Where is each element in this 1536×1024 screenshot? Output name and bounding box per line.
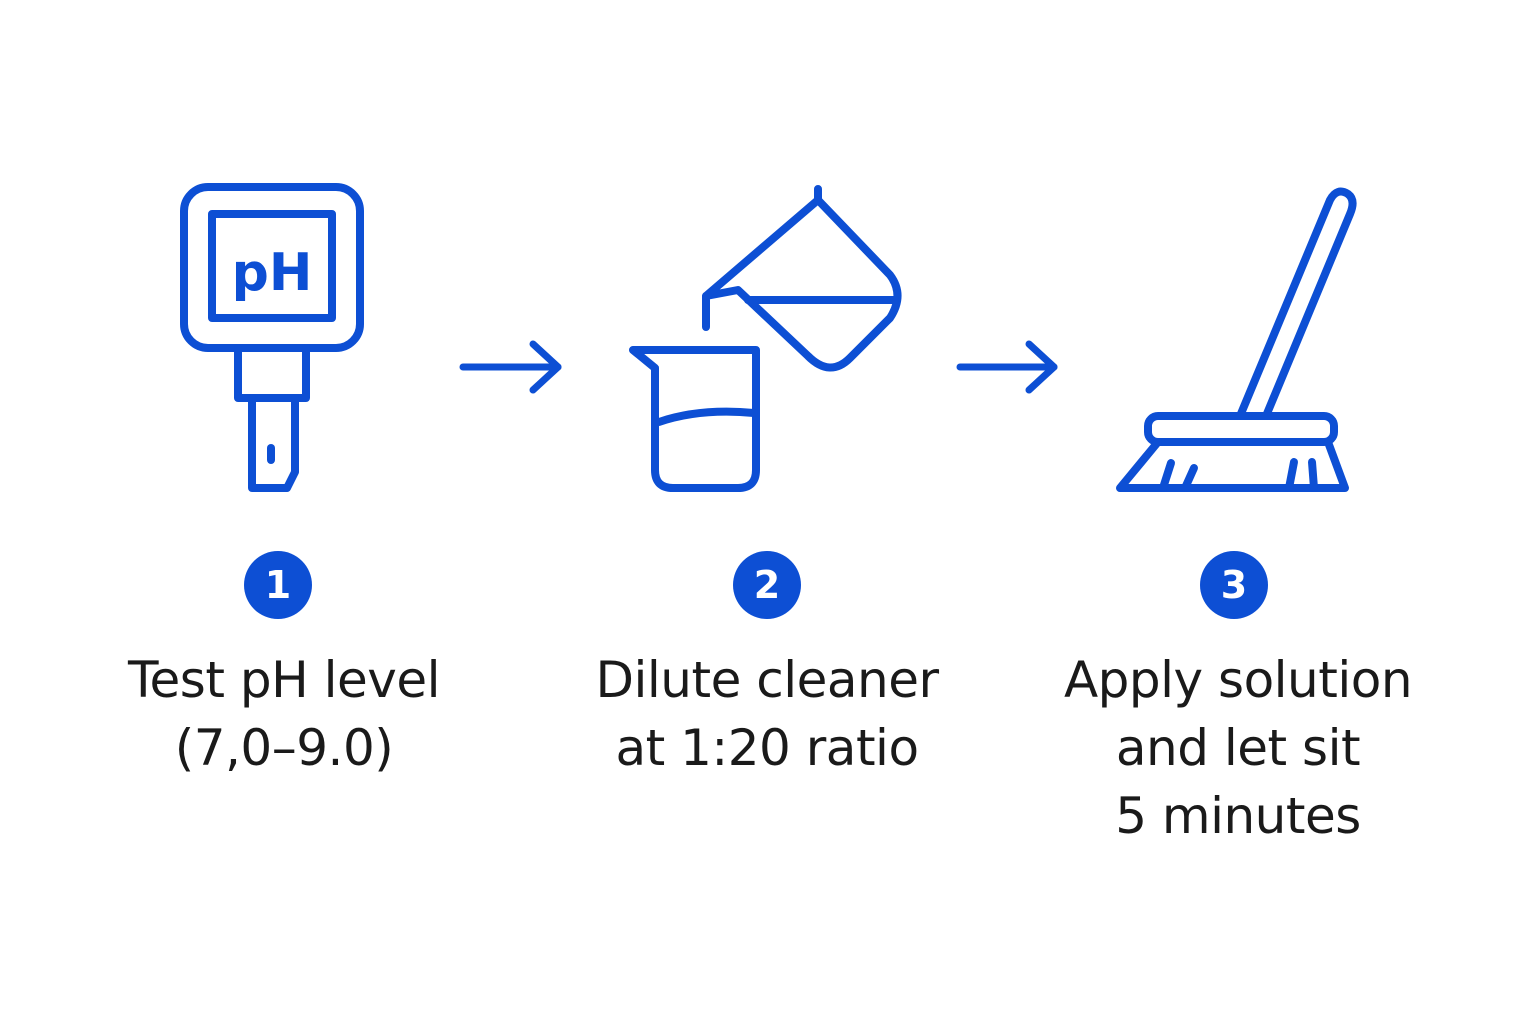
step-2-caption: Dilute cleaner at 1:20 ratio bbox=[547, 646, 987, 782]
step-1-caption-line: Test pH level bbox=[128, 651, 440, 709]
arrow-right-icon bbox=[952, 338, 1064, 398]
arrow-right-icon bbox=[455, 338, 567, 398]
step-3-badge: 3 bbox=[1200, 551, 1268, 619]
ph-screen-label: pH bbox=[232, 243, 313, 303]
step-1-caption: Test pH level (7,0–9.0) bbox=[64, 646, 504, 782]
pouring-beakers-icon bbox=[620, 180, 910, 500]
step-3-caption-line: Apply solution bbox=[1063, 651, 1413, 709]
step-1-caption-line: (7,0–9.0) bbox=[174, 719, 394, 777]
step-3-caption-line: and let sit bbox=[1115, 719, 1361, 777]
step-3-caption-line: 5 minutes bbox=[1115, 787, 1361, 845]
step-2-badge: 2 bbox=[733, 551, 801, 619]
broom-icon bbox=[1110, 180, 1360, 500]
step-3-caption: Apply solution and let sit 5 minutes bbox=[1018, 646, 1458, 850]
step-2-caption-line: Dilute cleaner bbox=[595, 651, 939, 709]
step-1-badge: 1 bbox=[244, 551, 312, 619]
ph-meter-icon: pH bbox=[170, 175, 380, 505]
step-2-caption-line: at 1:20 ratio bbox=[615, 719, 919, 777]
